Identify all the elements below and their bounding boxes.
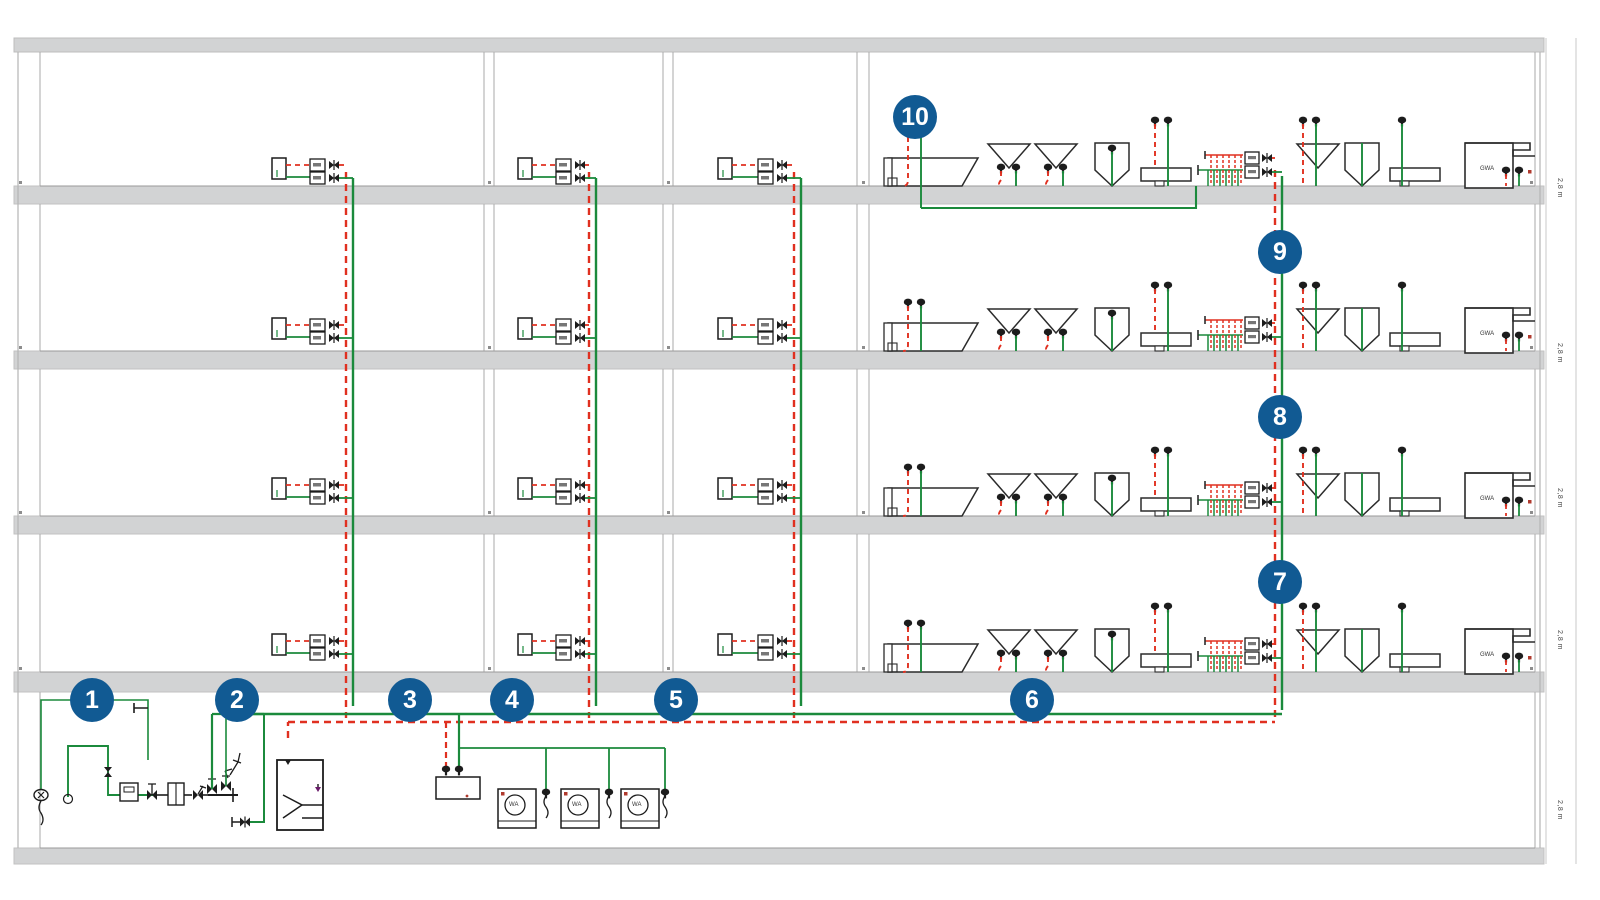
callout-marker-4[interactable]: 4 (490, 678, 534, 722)
meter-station-a0 (271, 633, 353, 661)
bathtub (883, 619, 980, 673)
meter-station-b3 (517, 157, 596, 185)
callout-marker-10[interactable]: 10 (893, 95, 937, 139)
shower-2 (1344, 307, 1380, 353)
storey-height-label-gf: 2,8 m (1556, 630, 1563, 651)
shower (1094, 472, 1130, 518)
washbasin-1 (986, 308, 1032, 352)
callout-marker-7[interactable]: 7 (1258, 560, 1302, 604)
laundry-group (459, 747, 670, 829)
storey-height-label-3: 2,8 m (1556, 178, 1563, 199)
fixture-row-floor1 (883, 446, 1535, 519)
washing-machine-3 (620, 788, 670, 829)
bathtub (883, 463, 980, 517)
meter-station-a1 (271, 477, 353, 505)
washbasin-1 (986, 143, 1032, 187)
wc-cistern-2 (1389, 446, 1441, 517)
dishwasher-label-f3: GWA (1480, 166, 1495, 172)
washing-machine-label-3: WA (632, 802, 642, 808)
callout-marker-3[interactable]: 3 (388, 678, 432, 722)
washbasin-2 (1033, 143, 1079, 187)
wc-cistern-2 (1389, 116, 1441, 187)
callout-marker-8[interactable]: 8 (1258, 395, 1302, 439)
meter-station-c0 (717, 633, 801, 661)
meter-station-b1 (517, 477, 596, 505)
service-entry-group (33, 699, 208, 826)
bathtub (883, 120, 980, 208)
wc-cistern (1140, 446, 1192, 517)
storey-height-label-basement: 2,8 m (1556, 800, 1563, 821)
washbasin-2 (1033, 629, 1079, 673)
washbasin-1 (986, 629, 1032, 673)
washing-machine-2 (560, 788, 614, 829)
meter-station-c2 (717, 317, 801, 345)
meter-station-c1 (717, 477, 801, 505)
apartment-meter-stations (271, 157, 801, 661)
dishwasher (1464, 307, 1535, 354)
callout-marker-9[interactable]: 9 (1258, 230, 1302, 274)
storey-height-label-1: 2,8 m (1556, 488, 1563, 509)
shower (1094, 628, 1130, 674)
callout-marker-6[interactable]: 6 (1010, 678, 1054, 722)
shower-2 (1344, 628, 1380, 674)
building-outline (13, 37, 1577, 865)
dishwasher (1464, 628, 1535, 675)
dishwasher (1464, 472, 1535, 519)
meter-station-b0 (517, 633, 596, 661)
washbasin-1 (986, 473, 1032, 517)
wc-cistern (1140, 281, 1192, 352)
shower-2 (1344, 142, 1380, 188)
wc-cistern-2 (1389, 602, 1441, 673)
underfloor-manifold (1197, 481, 1282, 516)
expansion-vessel (435, 714, 481, 800)
wc-cistern (1140, 116, 1192, 187)
fixture-row-floor3 (883, 116, 1535, 210)
wc-cistern-2 (1389, 281, 1441, 352)
callout-marker-1[interactable]: 1 (70, 678, 114, 722)
washing-machine-1 (497, 788, 551, 829)
bathtub (883, 298, 980, 352)
meter-station-b2 (517, 317, 596, 345)
washbasin-2 (1033, 308, 1079, 352)
fixture-row-floor2 (883, 281, 1535, 354)
hot-water-storage-tank (276, 759, 324, 831)
kitchen-sink (1295, 602, 1341, 672)
meter-station-c3 (717, 157, 801, 185)
fixture-row-ground (883, 602, 1535, 675)
dishwasher (1464, 142, 1535, 189)
callout-marker-2[interactable]: 2 (215, 678, 259, 722)
underfloor-manifold (1197, 151, 1282, 186)
callout-marker-5[interactable]: 5 (654, 678, 698, 722)
washing-machine-label-2: WA (572, 802, 582, 808)
shower-2 (1344, 472, 1380, 518)
safety-valve-group (207, 712, 265, 828)
risers (344, 170, 1284, 722)
kitchen-sink (1295, 281, 1341, 351)
shower (1094, 307, 1130, 353)
kitchen-sink (1295, 446, 1341, 516)
kitchen-sink (1295, 116, 1341, 186)
washbasin-2 (1033, 473, 1079, 517)
underfloor-manifold (1197, 316, 1282, 351)
meter-station-a2 (271, 317, 353, 345)
dishwasher-label-f2: GWA (1480, 331, 1495, 337)
dishwasher-label-gf: GWA (1480, 652, 1495, 658)
storey-height-label-2: 2,8 m (1556, 343, 1563, 364)
underfloor-manifold (1197, 637, 1282, 672)
wc-cistern (1140, 602, 1192, 673)
washing-machine-label-1: WA (509, 802, 519, 808)
meter-station-a3 (271, 157, 353, 185)
shower (1094, 142, 1130, 188)
dishwasher-label-f1: GWA (1480, 496, 1495, 502)
